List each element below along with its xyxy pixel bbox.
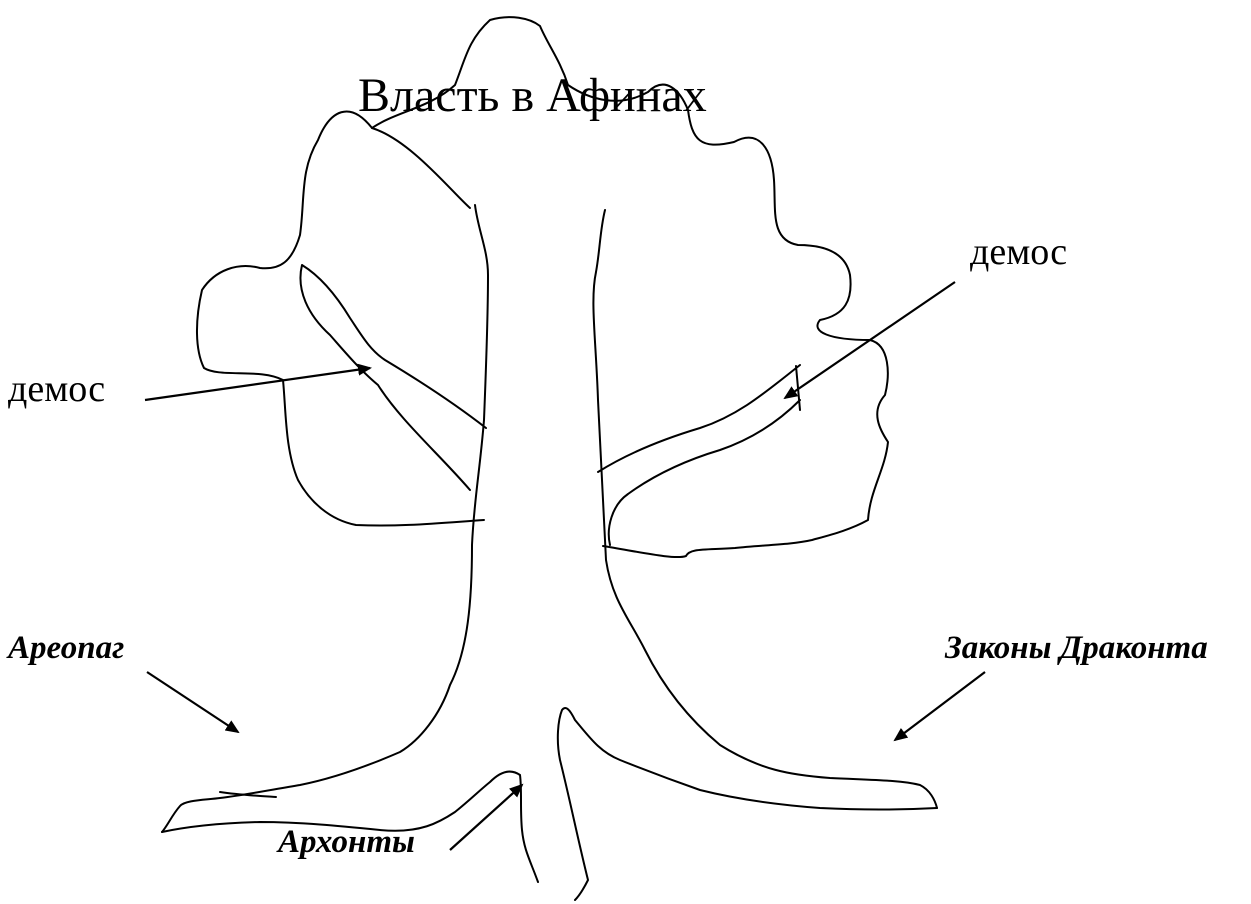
trunk-right — [593, 210, 937, 808]
arrow-demos-right — [785, 282, 955, 398]
label-arkhonty: Архонты — [278, 826, 415, 859]
label-demos-left: демос — [8, 370, 105, 408]
right-branch — [598, 365, 800, 545]
canopy-outline — [197, 111, 484, 525]
trunk-left — [162, 205, 488, 832]
diagram-title: Власть в Афинах — [358, 72, 707, 120]
arrow-demos-left — [145, 368, 370, 400]
arrow-arkhonty — [450, 785, 522, 850]
label-demos-right: демос — [970, 233, 1067, 271]
root-right-bottom — [558, 708, 937, 900]
label-areopag: Ареопаг — [8, 632, 124, 665]
arrow-zakony — [895, 672, 985, 740]
left-branch — [300, 265, 486, 490]
arrow-areopag — [147, 672, 238, 732]
label-zakony: Законы Драконта — [945, 632, 1208, 665]
